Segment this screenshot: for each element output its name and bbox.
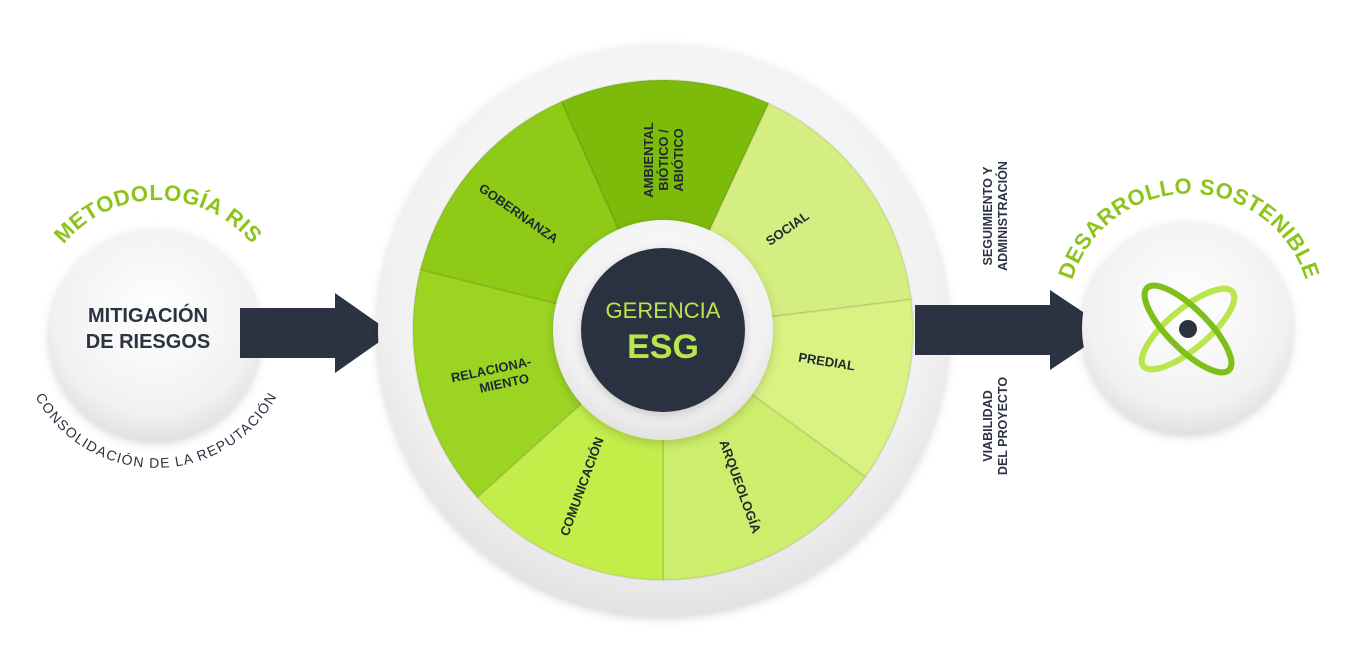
wheel-segment-ambiental bbox=[559, 79, 770, 333]
svg-text:ABIÓTICO: ABIÓTICO bbox=[671, 128, 686, 192]
atom-orbit-icon bbox=[1138, 282, 1238, 376]
side-text-viabilidad: VIABILIDAD DEL PROYECTO bbox=[981, 377, 1010, 475]
wheel-center bbox=[581, 248, 745, 412]
side-text-seguimiento: SEGUIMIENTO Y ADMINISTRACIÓN bbox=[981, 161, 1010, 271]
svg-text:BIÓTICO /: BIÓTICO / bbox=[656, 129, 671, 191]
wheel-center-line2: ESG bbox=[627, 328, 699, 366]
arrow-left bbox=[240, 293, 392, 373]
arrow-right bbox=[915, 290, 1110, 370]
left-circle bbox=[50, 230, 260, 440]
right-group: DESARROLLO SOSTENIBLE bbox=[1053, 173, 1324, 433]
segment-label-ambiental: AMBIENTAL BIÓTICO / ABIÓTICO bbox=[641, 122, 686, 198]
svg-text:VIABILIDAD: VIABILIDAD bbox=[981, 390, 995, 462]
wheel: GERENCIA ESG AMBIENTAL BIÓTICO / ABIÓTIC… bbox=[378, 45, 948, 615]
left-center-line2: DE RIESGOS bbox=[86, 331, 210, 353]
svg-text:AMBIENTAL: AMBIENTAL bbox=[641, 122, 656, 198]
wheel-center-line1: GERENCIA bbox=[606, 298, 721, 323]
svg-text:DEL PROYECTO: DEL PROYECTO bbox=[996, 377, 1010, 475]
left-center-line1: MITIGACIÓN bbox=[88, 303, 208, 327]
svg-text:SEGUIMIENTO Y: SEGUIMIENTO Y bbox=[981, 166, 995, 266]
svg-text:ADMINISTRACIÓN: ADMINISTRACIÓN bbox=[995, 161, 1010, 271]
